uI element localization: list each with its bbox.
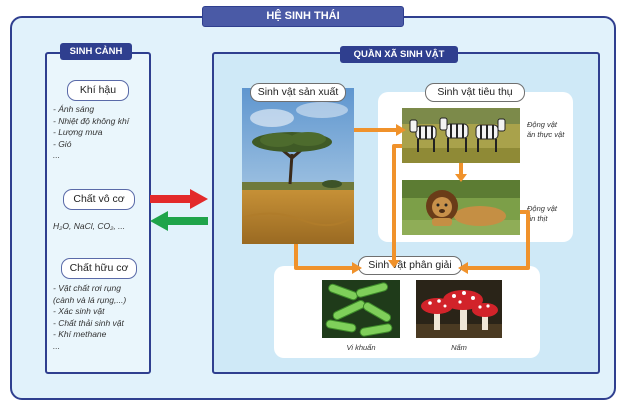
decomposers-label: Sinh vật phân giải: [358, 256, 462, 275]
arrowhead-icon: [455, 174, 467, 182]
herbivores-note: Động vật ăn thực vật: [527, 120, 579, 140]
savanna-image: [242, 88, 354, 244]
flow-carnivore-to-decomposer: [468, 210, 530, 270]
fungi-caption: Nấm: [451, 343, 467, 352]
carnivores-note-line: Động vật: [527, 204, 558, 213]
herbivores-note-line: Động vật: [527, 120, 558, 129]
list-item: ...: [53, 150, 61, 160]
list-item: - Gió: [53, 138, 72, 149]
consumers-label: Sinh vật tiêu thụ: [425, 83, 525, 102]
list-item: - Lượng mưa: [53, 127, 103, 137]
carnivores-note: Động vật ăn thịt: [527, 204, 579, 224]
climate-list: - Ánh sáng - Nhiệt độ không khí - Lượng …: [53, 104, 147, 162]
bacteria-image: [322, 280, 400, 338]
list-item: - Nhiệt độ không khí: [53, 115, 130, 126]
community-title: QUẦN XÃ SINH VẬT: [340, 46, 458, 63]
list-item: - Vật chất rơi rụng: [53, 283, 121, 293]
habitat-community-arrows: [150, 189, 208, 231]
arrowhead-icon: [458, 262, 468, 274]
herbivores-note-line: ăn thực vật: [527, 130, 565, 139]
carnivores-note-line: ăn thịt: [527, 214, 548, 223]
bacteria-caption: Vi khuẩn: [346, 343, 376, 352]
inorganic-compounds: H₂O, NaCl, CO₂, ...: [53, 221, 126, 231]
inorganic-label: Chất vô cơ: [63, 189, 135, 210]
list-item: - Khí methane: [53, 329, 107, 339]
producers-label: Sinh vật sản xuất: [250, 83, 346, 102]
organic-label: Chất hữu cơ: [61, 258, 137, 279]
list-item: - Xác sinh vật: [53, 306, 105, 316]
organic-list: - Vật chất rơi rụng (cành và lá rụng,...…: [53, 283, 147, 352]
mushrooms-image: [416, 280, 502, 338]
lion-image: [402, 180, 520, 235]
arrow-to-habitat-icon: [150, 211, 208, 231]
flow-producer-to-decomposer: [294, 244, 352, 270]
energy-flow-arrows: [294, 124, 530, 274]
list-item: (cành và lá rụng,...): [53, 294, 127, 305]
habitat-title: SINH CẢNH: [60, 43, 132, 60]
flow-consumers-to-decomposer: [392, 144, 402, 260]
climate-label: Khí hậu: [67, 80, 129, 101]
list-item: ...: [53, 340, 61, 351]
zebras-image: [402, 108, 520, 163]
habitat-panel: [45, 52, 151, 374]
arrowhead-icon: [396, 124, 406, 136]
page-title: HỆ SINH THÁI: [202, 6, 404, 27]
list-item: - Chất thải sinh vật: [53, 317, 124, 328]
arrow-to-community-icon: [150, 189, 208, 209]
arrowhead-icon: [388, 260, 400, 268]
list-item: - Ánh sáng: [53, 104, 95, 114]
arrowhead-icon: [352, 262, 362, 274]
